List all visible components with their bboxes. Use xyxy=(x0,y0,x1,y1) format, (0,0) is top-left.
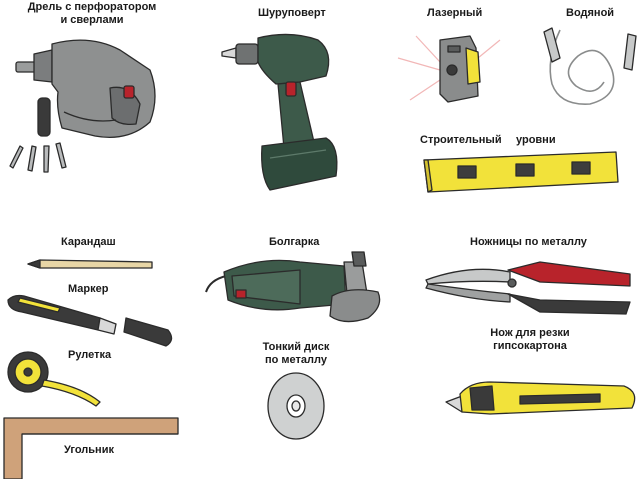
laser-level-icon xyxy=(397,35,501,103)
label-drill-line2: и сверлами xyxy=(60,14,124,26)
label-knife: Нож для резки гипсокартона xyxy=(460,327,600,353)
cutting-disc-icon xyxy=(267,372,325,440)
label-square: Угольник xyxy=(64,444,114,456)
pencil-icon xyxy=(27,259,153,269)
label-marker: Маркер xyxy=(68,283,109,295)
label-water-level: Водяной xyxy=(566,7,615,19)
utility-knife-icon xyxy=(445,381,636,415)
water-level-icon xyxy=(543,27,637,105)
rotary-hammer-drill-icon xyxy=(15,39,156,139)
carpenter-square-icon xyxy=(3,417,179,479)
label-drill: Дрель с перфоратором и сверлами xyxy=(22,1,162,27)
label-knife-line1: Нож для резки xyxy=(490,327,570,339)
label-disc-line1: Тонкий диск xyxy=(262,341,330,353)
label-pencil: Карандаш xyxy=(61,236,116,248)
angle-grinder-icon xyxy=(205,251,381,323)
cordless-screwdriver-icon xyxy=(221,33,338,191)
tape-measure-icon xyxy=(7,351,101,407)
marker-icon xyxy=(7,294,173,347)
label-grinder: Болгарка xyxy=(269,236,320,248)
label-metal-shears: Ножницы по металлу xyxy=(470,236,587,248)
label-tape: Рулетка xyxy=(68,349,112,361)
spirit-level-icon xyxy=(423,151,619,193)
label-disc-line2: по металлу xyxy=(265,354,327,366)
label-disc: Тонкий диск по металлу xyxy=(246,341,346,367)
label-knife-line2: гипсокартона xyxy=(493,340,567,352)
label-levels-2: уровни xyxy=(516,134,556,146)
label-screwdriver: Шуруповерт xyxy=(258,7,326,19)
label-laser-level: Лазерный xyxy=(427,7,483,19)
metal-shears-icon xyxy=(425,261,631,315)
drill-bits-icon xyxy=(9,142,67,173)
label-drill-line1: Дрель с перфоратором xyxy=(27,1,157,13)
label-levels-1: Строительный xyxy=(420,134,502,146)
